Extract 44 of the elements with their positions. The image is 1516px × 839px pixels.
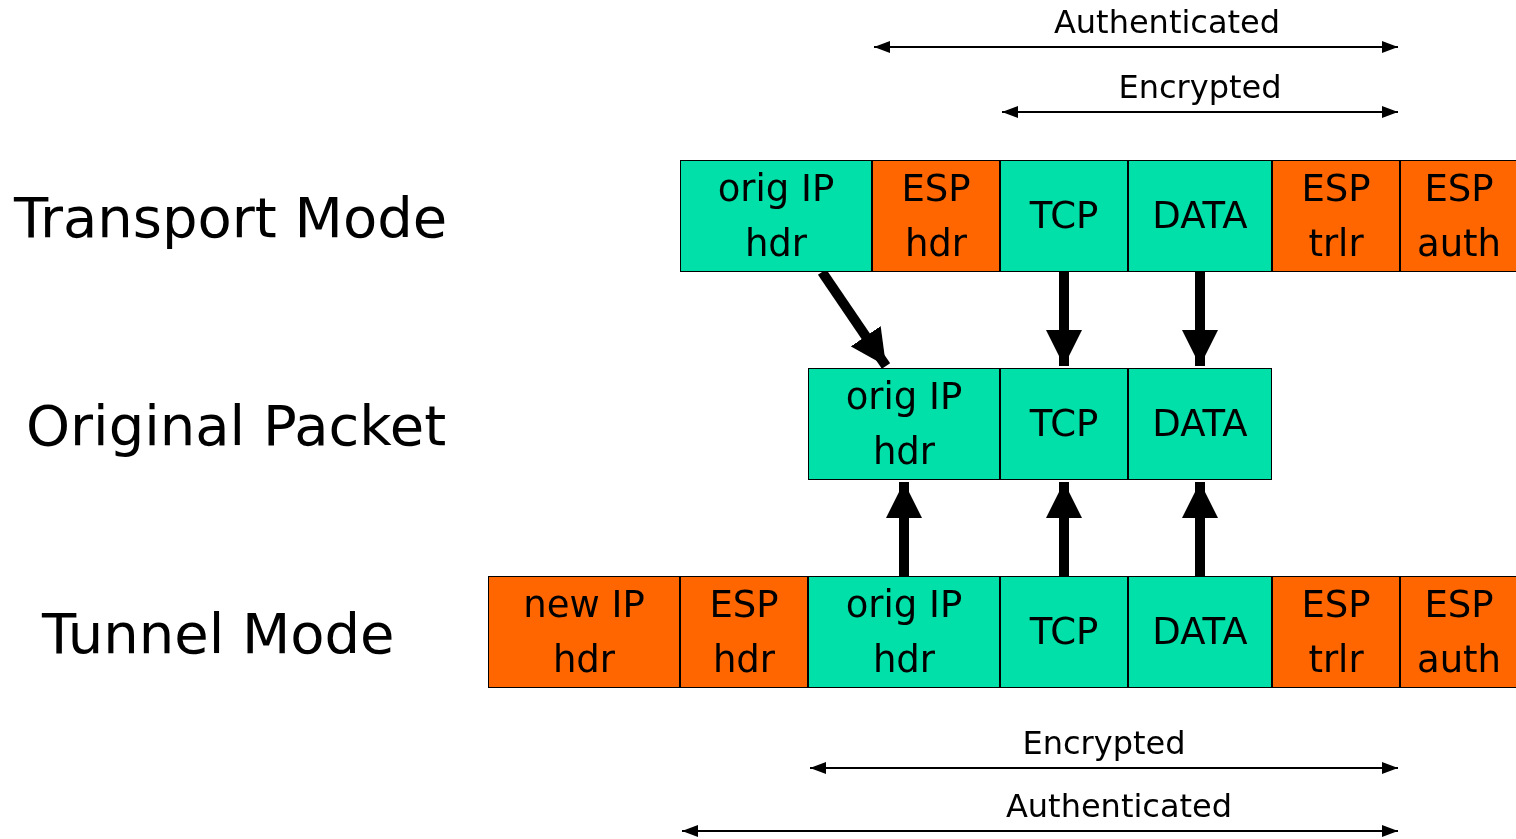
dimension-label: Authenticated xyxy=(1053,4,1281,41)
packet-field xyxy=(488,576,680,688)
arrow xyxy=(1182,272,1218,366)
field-label: TCP xyxy=(1028,401,1100,448)
field-label: new IP hdr xyxy=(522,581,646,683)
field-label: DATA xyxy=(1151,193,1249,240)
field-label: orig IP hdr xyxy=(844,581,964,683)
packet-field xyxy=(1000,576,1128,688)
packet-field xyxy=(680,160,872,272)
packet-field xyxy=(680,576,808,688)
arrow xyxy=(1046,482,1082,576)
field-label: ESP auth xyxy=(1415,581,1503,683)
packet-field xyxy=(1000,160,1128,272)
packet-field xyxy=(872,160,1000,272)
field-label: TCP xyxy=(1028,193,1100,240)
field-label: DATA xyxy=(1151,609,1249,656)
packet-field xyxy=(1400,160,1516,272)
packet-field xyxy=(1400,576,1516,688)
field-label: DATA xyxy=(1151,401,1249,448)
dimension-label: Encrypted xyxy=(1118,69,1282,106)
packet-field xyxy=(1000,368,1128,480)
field-label: ESP trlr xyxy=(1300,581,1372,683)
row-label: Tunnel Mode xyxy=(42,601,395,667)
packet-field xyxy=(1128,160,1272,272)
packet-field xyxy=(1128,576,1272,688)
field-label: ESP trlr xyxy=(1300,165,1372,267)
packet-field xyxy=(1128,368,1272,480)
row-label: Transport Mode xyxy=(14,185,448,251)
field-label: TCP xyxy=(1028,609,1100,656)
arrow xyxy=(886,482,922,576)
packet-field xyxy=(808,368,1000,480)
field-label: orig IP hdr xyxy=(716,165,836,267)
arrow xyxy=(1046,272,1082,366)
packet-field xyxy=(808,576,1000,688)
field-label: ESP hdr xyxy=(708,581,780,683)
field-label: ESP auth xyxy=(1415,165,1503,267)
arrow xyxy=(1182,482,1218,576)
packet-field xyxy=(1272,576,1400,688)
packet-field xyxy=(1272,160,1400,272)
row-label: Original Packet xyxy=(26,393,447,459)
dimension-label: Encrypted xyxy=(1022,725,1186,762)
dimension-label: Authenticated xyxy=(1005,788,1233,825)
field-label: orig IP hdr xyxy=(844,373,964,475)
field-label: ESP hdr xyxy=(900,165,972,267)
